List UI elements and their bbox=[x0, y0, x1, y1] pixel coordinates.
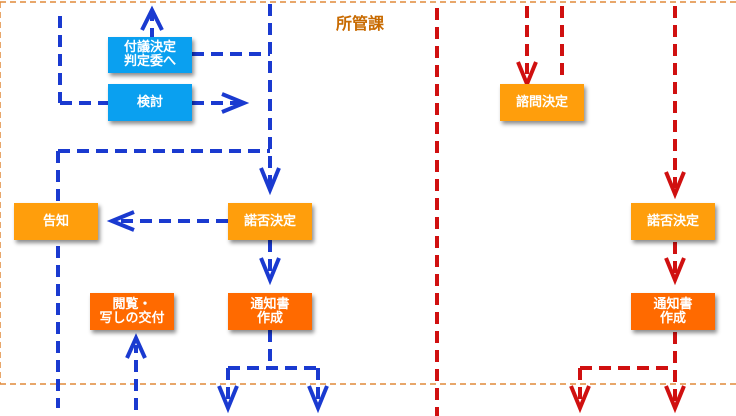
region-border bbox=[0, 1, 736, 385]
tsuchi-left-box: 通知書 作成 bbox=[228, 293, 312, 330]
kokuchi-box: 告知 bbox=[14, 203, 98, 240]
shimon-box: 諮問決定 bbox=[500, 84, 584, 121]
dakuhi-right-box: 諾否決定 bbox=[631, 203, 715, 240]
dakuhi-left-box: 諾否決定 bbox=[228, 203, 312, 240]
kento-box: 検討 bbox=[108, 84, 192, 121]
tsuchi-right-box: 通知書 作成 bbox=[631, 293, 715, 330]
red-flow-lines bbox=[435, 6, 677, 416]
region-label: 所管課 bbox=[336, 14, 385, 33]
blue-flow-lines bbox=[56, 4, 320, 410]
fugi-box: 付議決定 判定委へ bbox=[108, 37, 192, 73]
blue-arrowheads bbox=[106, 5, 329, 414]
etsuran-box: 閲覧・ 写しの交付 bbox=[90, 293, 174, 330]
